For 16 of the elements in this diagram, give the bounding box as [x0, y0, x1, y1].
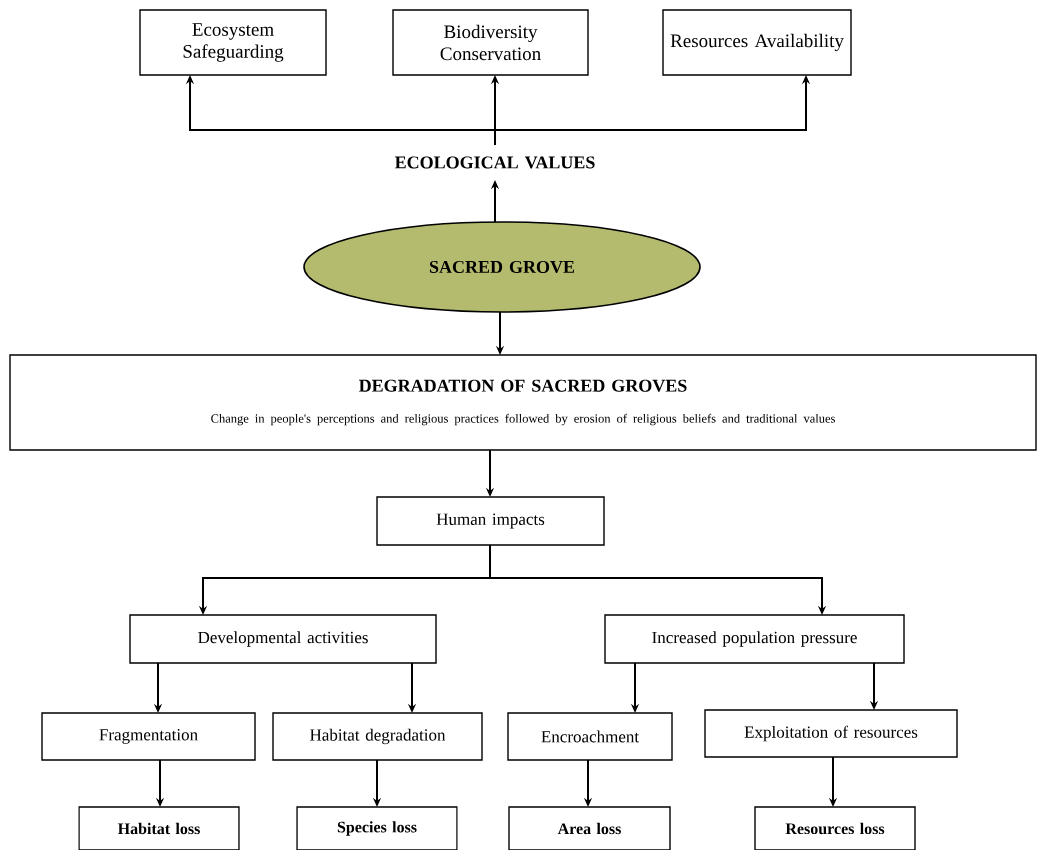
process-box: Biodiversity Conservation — [392, 9, 589, 76]
process-box: Fragmentation — [41, 712, 256, 761]
heading-text: ECOLOGICAL VALUES — [394, 156, 595, 169]
process-box: Encroachment — [507, 712, 673, 761]
process-box: Human impacts — [376, 496, 605, 546]
outcome-box: Resources loss — [754, 806, 916, 850]
process-box: Increased population pressure — [604, 614, 905, 664]
outcome-box: Habitat loss — [78, 806, 240, 850]
process-box: Habitat degradation — [272, 712, 483, 761]
outcome-box: Area loss — [508, 806, 671, 850]
process-box: Exploitation of resources — [704, 709, 958, 758]
outcome-box: Species loss — [296, 806, 458, 850]
process-box: DEGRADATION OF SACRED GROVES Change in people's perceptions and religious practices followed by erosion of religious beliefs and traditional values — [9, 354, 1037, 451]
process-box: Developmental activities — [129, 614, 437, 664]
process-box: Ecosystem Safeguarding — [139, 9, 327, 76]
process-box: Resources Availability — [662, 9, 852, 76]
